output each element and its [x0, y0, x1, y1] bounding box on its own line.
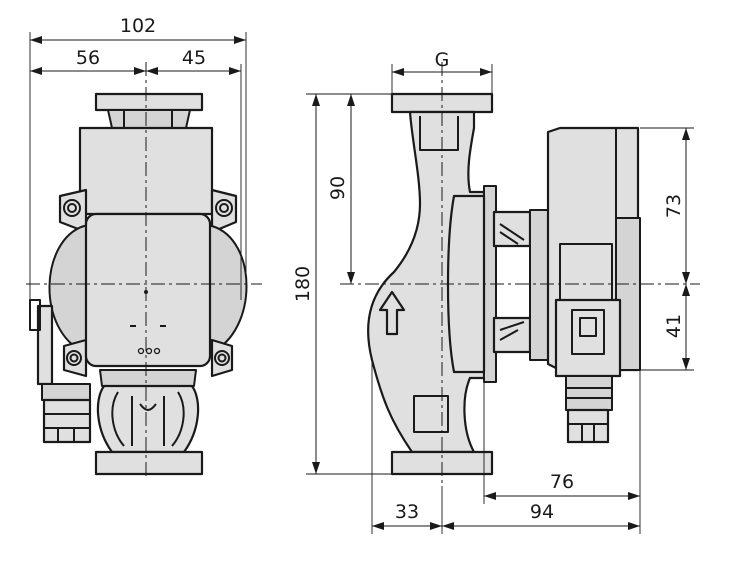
side-view [340, 62, 700, 486]
dim-label-motor-depth: 76 [550, 471, 574, 493]
dim-label-lower-height: 41 [663, 314, 685, 338]
dim-label-connection: G [435, 49, 450, 71]
dimension-lines [29, 32, 694, 534]
dim-label-overall-height: 180 [292, 266, 314, 302]
dimension-labels: 102 56 45 G 90 180 73 41 76 33 94 [76, 15, 685, 523]
dim-label-front-depth: 33 [395, 501, 419, 523]
front-view [26, 62, 262, 480]
dim-label-right-offset: 45 [182, 47, 206, 69]
dim-label-overall-width: 102 [120, 15, 156, 37]
dim-label-left-offset: 56 [76, 47, 100, 69]
dim-label-height-to-axis: 90 [327, 176, 349, 200]
dim-label-upper-height: 73 [663, 194, 685, 218]
dim-label-rear-depth: 94 [530, 501, 554, 523]
